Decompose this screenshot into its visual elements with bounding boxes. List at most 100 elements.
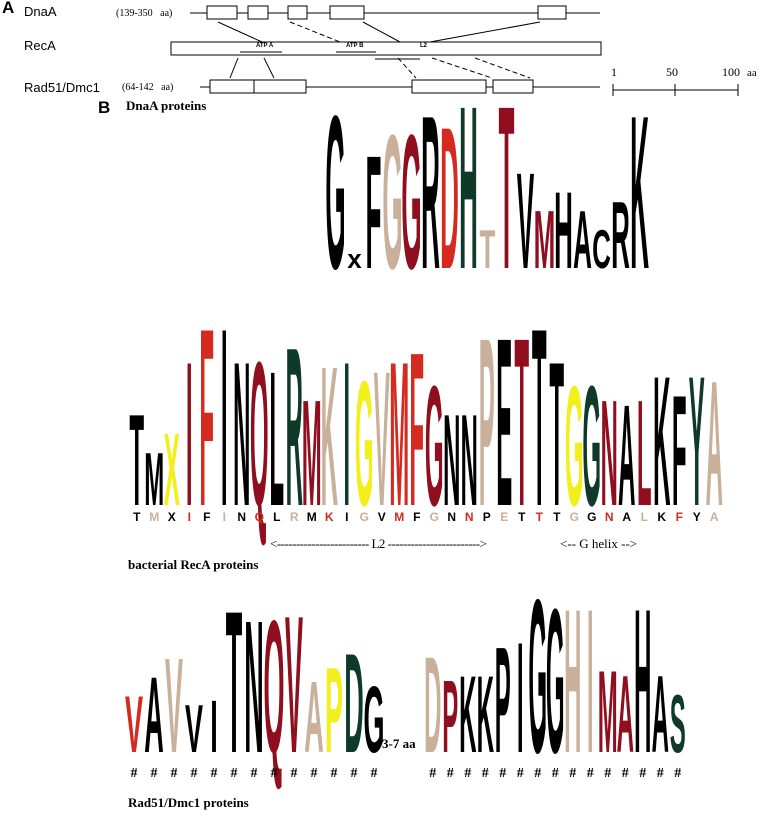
rad51-right-letter-4: P [495, 615, 511, 784]
atpa-label: ATP A [256, 43, 274, 49]
rad51-right-letter-2: K [459, 653, 476, 776]
reca-sub-letter-28: A [622, 510, 631, 524]
dnaa-letter-11: M [534, 194, 556, 286]
reca-sub-letter-33: A [710, 510, 719, 524]
reca-sub-letter-0: T [133, 510, 141, 524]
rad51-right-hash-10: # [604, 766, 611, 781]
reca-letter-23: T [532, 277, 547, 560]
dnaa-logo-caption: DnaA proteins [126, 98, 207, 113]
dnaa-letter-3: G [382, 94, 402, 308]
rad51-right-letter-8: H [564, 567, 581, 797]
rad51-row-label: Rad51/Dmc1 [24, 80, 100, 95]
rad51-left-letter-10: P [325, 642, 343, 779]
rad51-box-1 [209, 79, 307, 94]
reca-letter-5: I [221, 277, 228, 560]
rad51-right-hash-3: # [482, 766, 489, 781]
rad51-left-hash-12: # [371, 766, 378, 781]
connector-6 [263, 57, 275, 79]
dnaa-letter-14: C [592, 219, 611, 280]
connector-1 [217, 21, 263, 43]
rad51-right-hash-14: # [674, 766, 681, 781]
reca-sub-letter-3: I [188, 510, 191, 524]
dnaa-letter-16: K [630, 71, 649, 315]
domain-diagram-svg [170, 5, 739, 96]
connector-4 [429, 21, 541, 43]
rad51-left-letter-0: V [125, 678, 143, 769]
rad51-left-hash-1: # [151, 766, 158, 781]
rad51-right-letter-6: G [528, 555, 547, 800]
rad51-right-hash-2: # [464, 766, 471, 781]
dnaa-letter-10: V [517, 144, 534, 297]
reca-sub-letter-4: F [203, 510, 210, 524]
scale-label-1: 1 [611, 65, 617, 79]
dnaa-letter-1: x [347, 243, 362, 274]
rad51-right-hash-11: # [622, 766, 629, 781]
reca-letter-6: N [233, 320, 250, 550]
reca-sub-letter-24: T [553, 510, 561, 524]
reca-sub-letter-2: X [168, 510, 176, 524]
reca-sub-letter-18: N [447, 510, 456, 524]
rad51-sequence-logo-left: V#A#V#V#I#T#N#Q#V#A#P#D#G# [125, 568, 385, 795]
reca-sub-letter-12: I [345, 510, 348, 524]
l2-annotation: <------------------------ L2 -----------… [270, 536, 487, 551]
rad51-right-letter-7: G [546, 567, 565, 797]
dnaa-letter-2: F [366, 121, 382, 303]
panel-a-domain-diagram: A DnaA (139-350 aa) RecA Rad51/Dmc1 (64-… [0, 0, 762, 110]
reca-sub-letter-21: E [500, 510, 508, 524]
reca-sub-letter-6: N [237, 510, 246, 524]
dnaa-box-3 [287, 5, 308, 20]
reca-sub-letter-13: G [360, 510, 369, 524]
dnaa-letter-4: G [401, 94, 421, 308]
reca-letter-22: T [514, 290, 529, 557]
atpb-label: ATP B [346, 43, 364, 49]
reca-letter-1: M [144, 436, 164, 521]
reca-sub-letter-25: G [570, 510, 579, 524]
connector-8 [431, 57, 493, 79]
reca-sub-letter-23: T [536, 510, 544, 524]
rad51-left-letter-5: T [226, 568, 242, 795]
reca-letter-16: F [409, 308, 424, 553]
rad51-left-letter-7: Q [263, 581, 284, 792]
dnaa-letter-8: T [480, 219, 496, 280]
reca-sub-letter-15: M [394, 510, 404, 524]
scale-label-50: 50 [666, 65, 678, 79]
reca-sub-letter-17: G [430, 510, 439, 524]
rad51-left-letter-6: N [244, 581, 264, 792]
reca-sub-letter-31: F [676, 510, 683, 524]
rad51-left-letter-4: I [210, 684, 218, 768]
rad51-right-hash-5: # [517, 766, 524, 781]
dnaa-letter-13: A [573, 194, 592, 286]
dnaa-letter-6: D [440, 84, 459, 311]
reca-letter-17: G [425, 350, 444, 542]
dnaa-letter-0: G [325, 71, 345, 315]
reca-letter-12: I [343, 320, 350, 550]
rad51-right-letter-10: M [598, 647, 618, 777]
dnaa-letter-7: H [459, 59, 478, 319]
connector-3 [362, 21, 401, 43]
reca-letter-31: F [672, 362, 687, 538]
rad51-box-3 [492, 79, 534, 94]
l2-label: L2 [420, 43, 428, 49]
connector-2 [289, 21, 341, 43]
reca-letter-4: F [199, 277, 214, 560]
reca-sub-letter-27: N [605, 510, 614, 524]
reca-letter-15: M [389, 320, 409, 550]
rad51-right-hash-12: # [639, 766, 646, 781]
reca-letter-2: X [164, 411, 180, 527]
reca-letter-0: T [129, 387, 144, 533]
reca-sub-letter-19: N [465, 510, 474, 524]
dnaa-letter-12: H [554, 169, 573, 291]
reca-letter-3: I [186, 320, 193, 550]
reca-letter-30: K [653, 338, 670, 544]
reca-letter-19: N [461, 387, 478, 533]
panel-b-label: B [98, 98, 111, 117]
rad51-right-hash-8: # [569, 766, 576, 781]
rad51-right-hash-4: # [499, 766, 506, 781]
rad51-right-hash-6: # [534, 766, 541, 781]
reca-sub-letter-9: R [290, 510, 299, 524]
dnaa-letter-5: R [421, 71, 440, 315]
reca-sub-letter-8: L [273, 510, 280, 524]
reca-letter-28: A [618, 375, 635, 535]
